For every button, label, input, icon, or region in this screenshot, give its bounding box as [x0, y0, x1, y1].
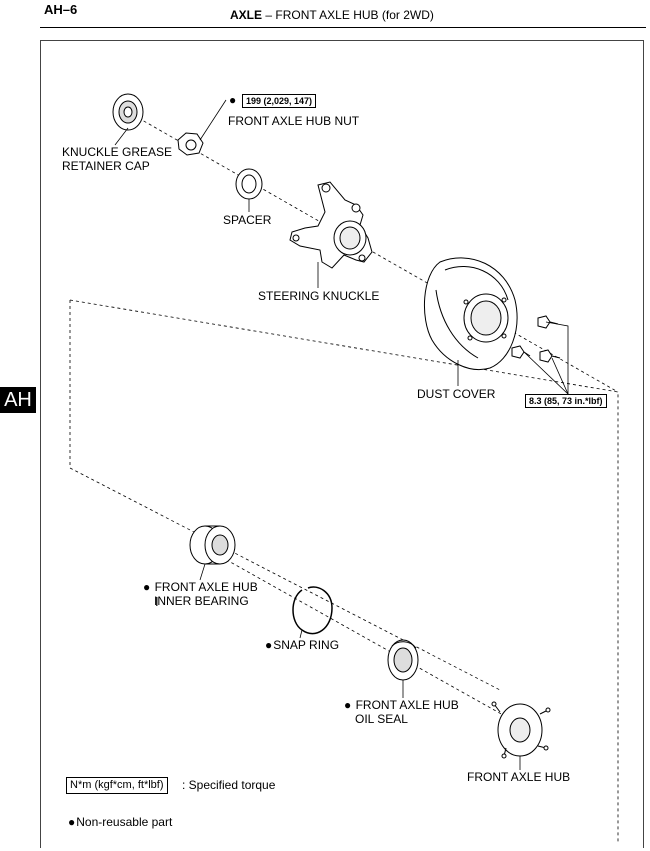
section-tab: AH	[0, 387, 36, 413]
front-axle-hub-label: FRONT AXLE HUB	[467, 770, 571, 784]
diagram-frame	[40, 40, 644, 848]
inner-bearing-label: FRONT AXLE HUB INNER BEARING	[143, 580, 258, 608]
lower-axis-line	[199, 544, 513, 721]
upper-axis-line	[127, 111, 619, 393]
grease-cap-shape	[112, 93, 144, 131]
oil-seal-label: FRONT AXLE HUB OIL SEAL	[344, 698, 459, 726]
header-rule	[40, 27, 646, 28]
front-axle-hub-shape	[491, 701, 551, 759]
hub-nut-torque-bullet: ●	[229, 93, 237, 107]
non-reusable-legend: Non-reusable part	[68, 815, 172, 829]
steering-knuckle-shape	[289, 181, 373, 269]
torque-legend-text: : Specified torque	[182, 778, 276, 792]
text-cursor-icon: I	[155, 594, 159, 609]
torque-unit-legend: N*m (kgf*cm, ft*lbf)	[66, 777, 168, 794]
hub-nut-torque: 199 (2,029, 147)	[242, 94, 317, 108]
dust-cover-shape	[423, 257, 518, 370]
hub-nut-shape	[177, 132, 204, 156]
grease-cap-label: KNUCKLE GREASE RETAINER CAP	[62, 145, 173, 173]
dust-cover-label: DUST COVER	[417, 387, 496, 401]
snap-ring-label: SNAP RING	[265, 638, 339, 652]
dust-cover-bolts	[511, 315, 561, 363]
dust-cover-bolt-torque: 8.3 (85, 73 in.*lbf)	[525, 394, 607, 408]
inner-bearing-shape	[189, 525, 236, 565]
section-name: AXLE	[230, 8, 263, 22]
bounding-line-left	[69, 300, 501, 691]
spacer-shape	[235, 168, 263, 200]
page-code: AH–6	[44, 2, 78, 17]
title-separator: –	[265, 8, 273, 22]
page-title: AXLE – FRONT AXLE HUB (for 2WD)	[230, 8, 434, 22]
section-title: FRONT AXLE HUB (for 2WD)	[275, 8, 434, 22]
hub-nut-label: FRONT AXLE HUB NUT	[228, 114, 360, 128]
steering-knuckle-label: STEERING KNUCKLE	[258, 289, 380, 303]
spacer-label: SPACER	[223, 213, 272, 227]
snap-ring-shape	[292, 586, 333, 635]
bounding-line-right	[69, 299, 619, 842]
oil-seal-shape	[387, 639, 419, 681]
